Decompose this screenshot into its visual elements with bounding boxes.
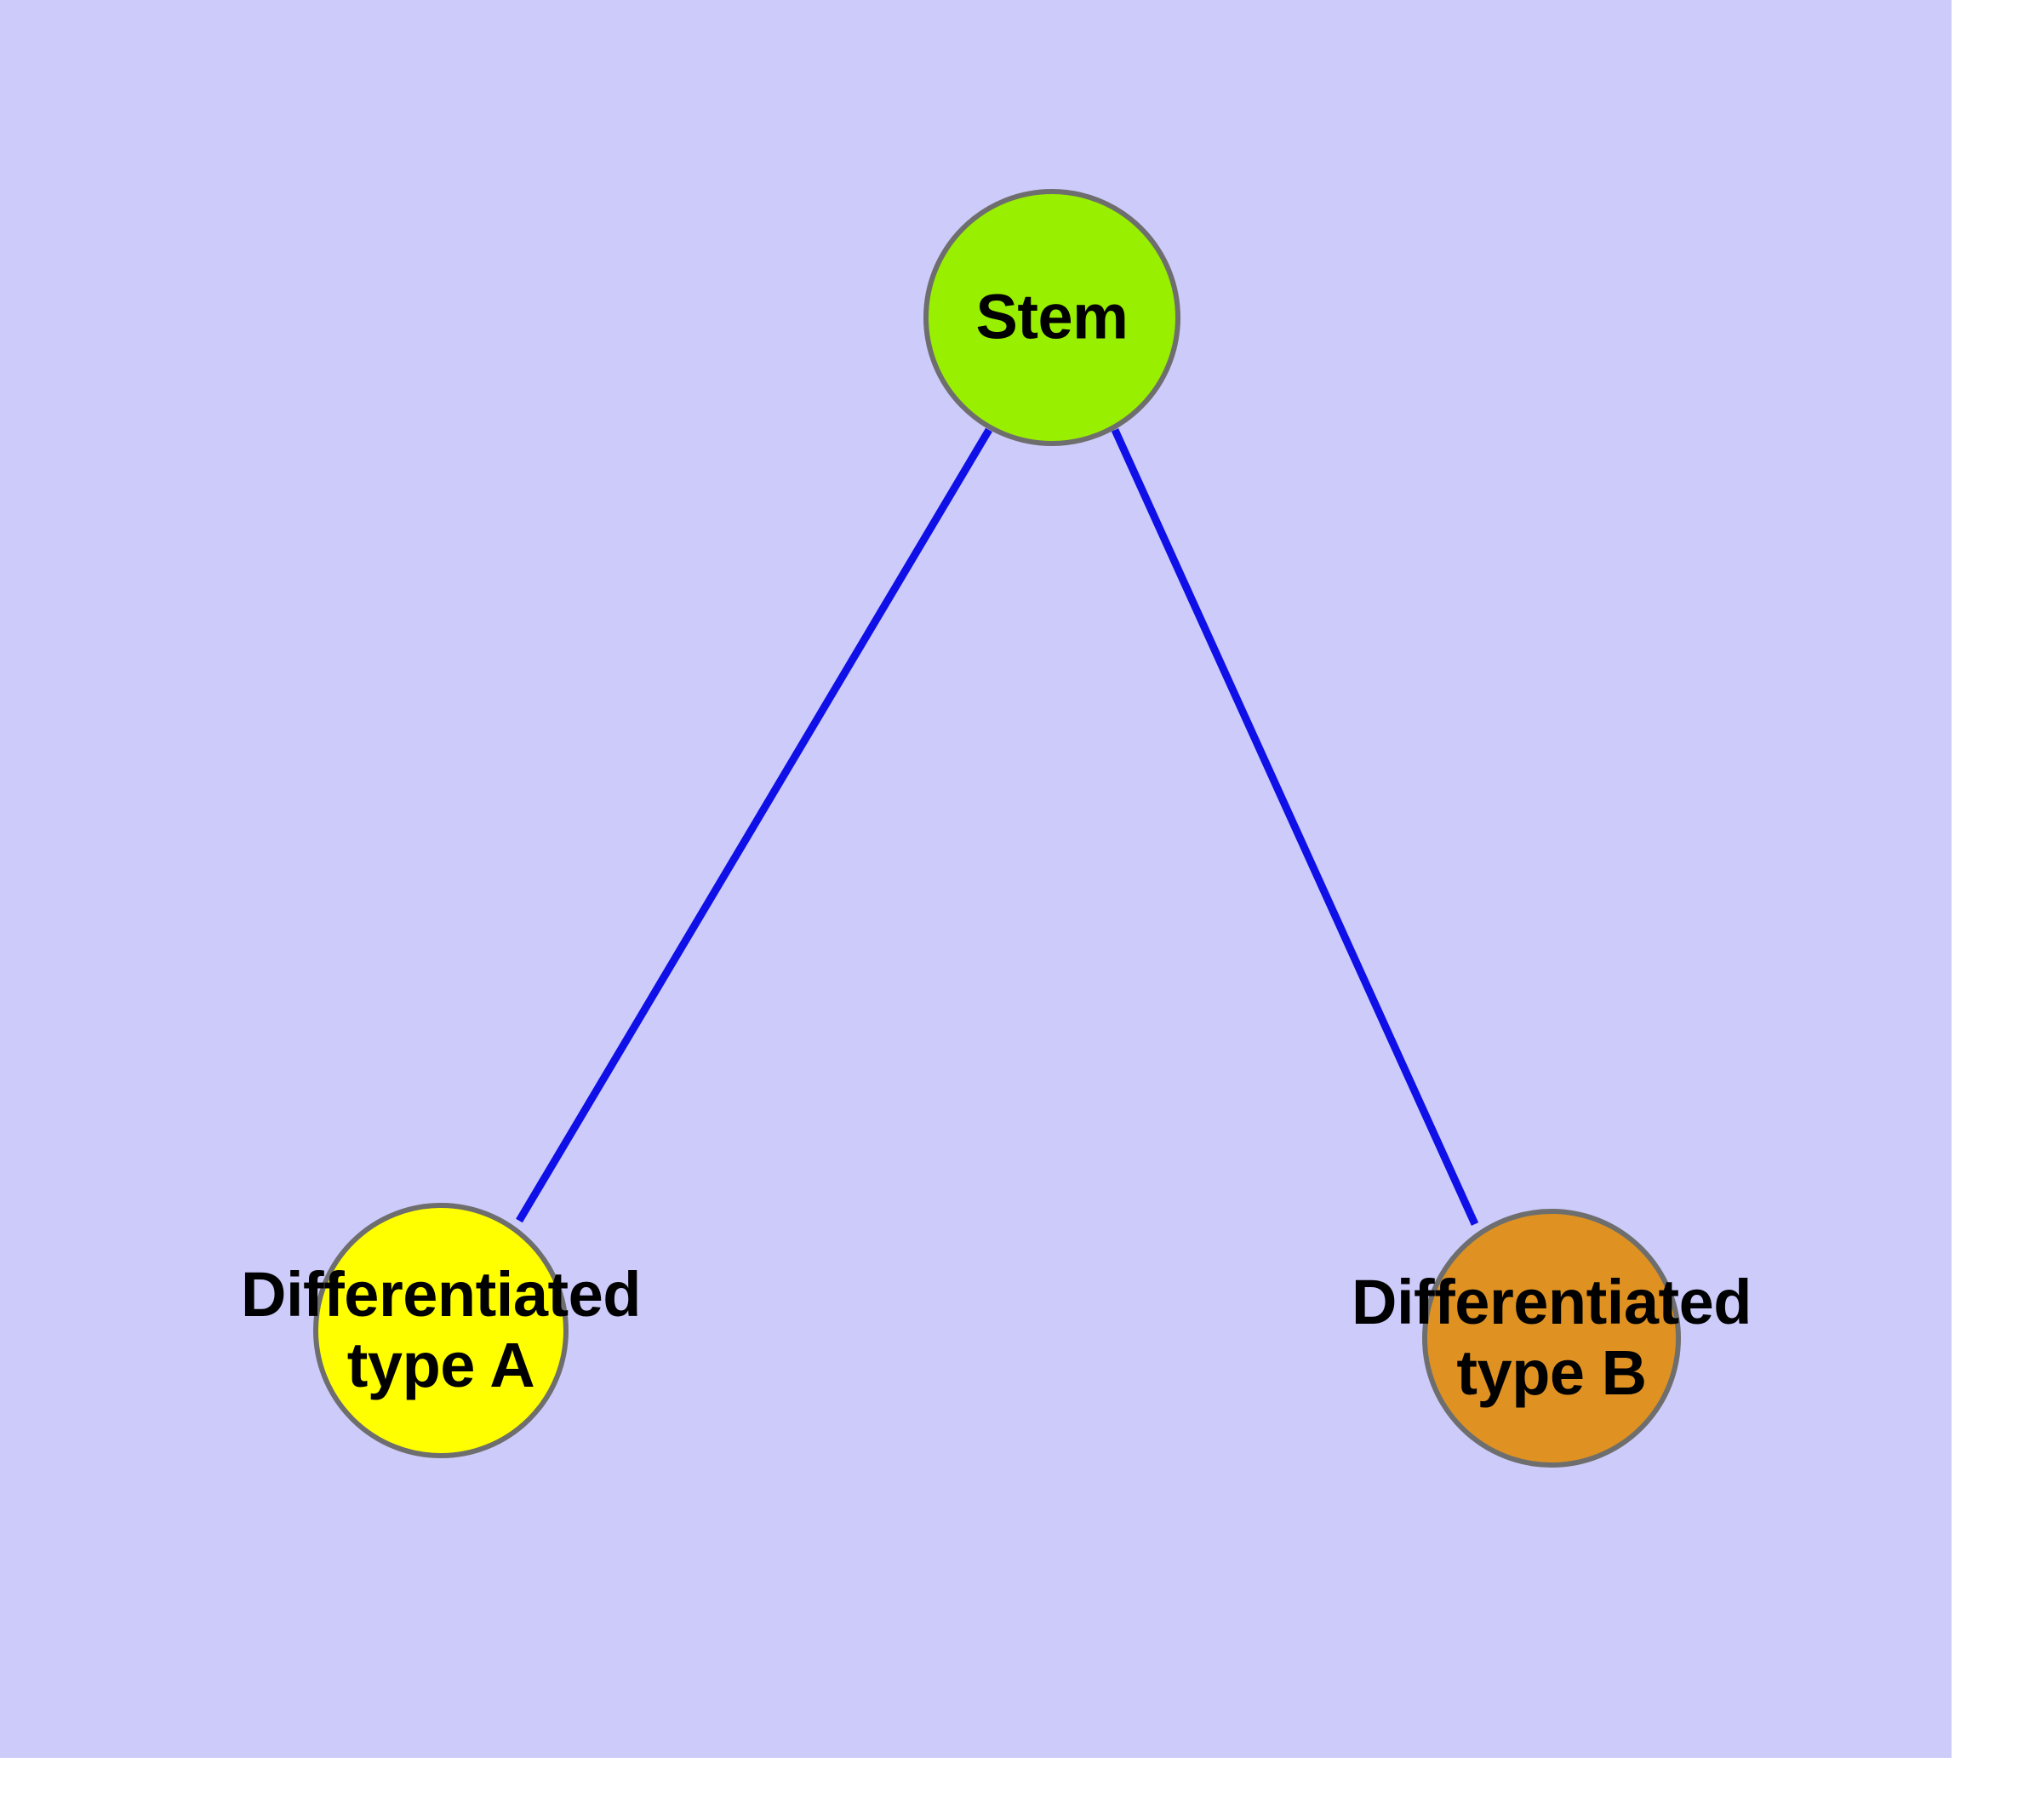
edge-stem-to-differentiated-type-a [516,427,992,1223]
node-differentiated-type-a[interactable] [313,1203,569,1458]
node-stem[interactable] [923,189,1180,446]
node-differentiated-type-b[interactable] [1422,1209,1681,1468]
edge-stem-to-differentiated-type-b [1111,428,1479,1226]
